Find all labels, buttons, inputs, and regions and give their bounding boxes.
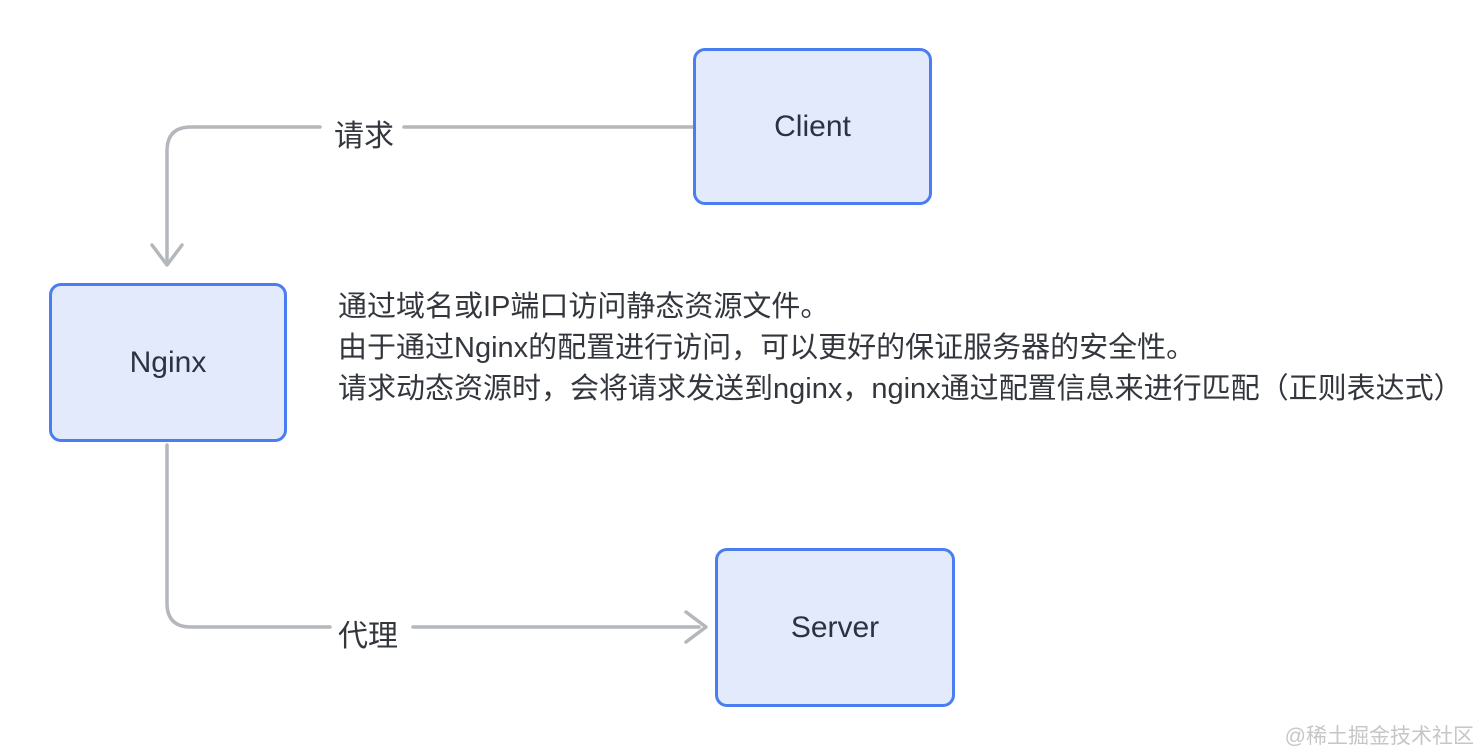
edge-label-request: 请求 bbox=[334, 120, 394, 153]
node-client: Client bbox=[693, 48, 932, 205]
connector-client-to-nginx-left-segment bbox=[165, 125, 322, 264]
node-server-label: Server bbox=[790, 610, 880, 644]
note-line: 由于通过Nginx的配置进行访问，可以更好的保证服务器的安全性。 bbox=[338, 332, 1196, 364]
arrowhead-down bbox=[150, 243, 184, 267]
edge-label-proxy: 代理 bbox=[338, 620, 398, 653]
watermark: @稀土掘金技术社区 bbox=[1284, 725, 1474, 748]
connector-nginx-to-server-left-segment bbox=[165, 443, 332, 629]
arrowhead-right bbox=[684, 610, 708, 644]
node-nginx-label: Nginx bbox=[129, 345, 207, 379]
notes-block: 通过域名或IP端口访问静态资源文件。 由于通过Nginx的配置进行访问，可以更好… bbox=[338, 287, 1463, 410]
note-line: 请求动态资源时，会将请求发送到nginx，nginx通过配置信息来进行匹配（正则… bbox=[338, 373, 1463, 405]
note-line: 通过域名或IP端口访问静态资源文件。 bbox=[338, 291, 830, 323]
node-server: Server bbox=[715, 548, 955, 707]
node-client-label: Client bbox=[774, 109, 851, 143]
node-nginx: Nginx bbox=[49, 283, 287, 442]
